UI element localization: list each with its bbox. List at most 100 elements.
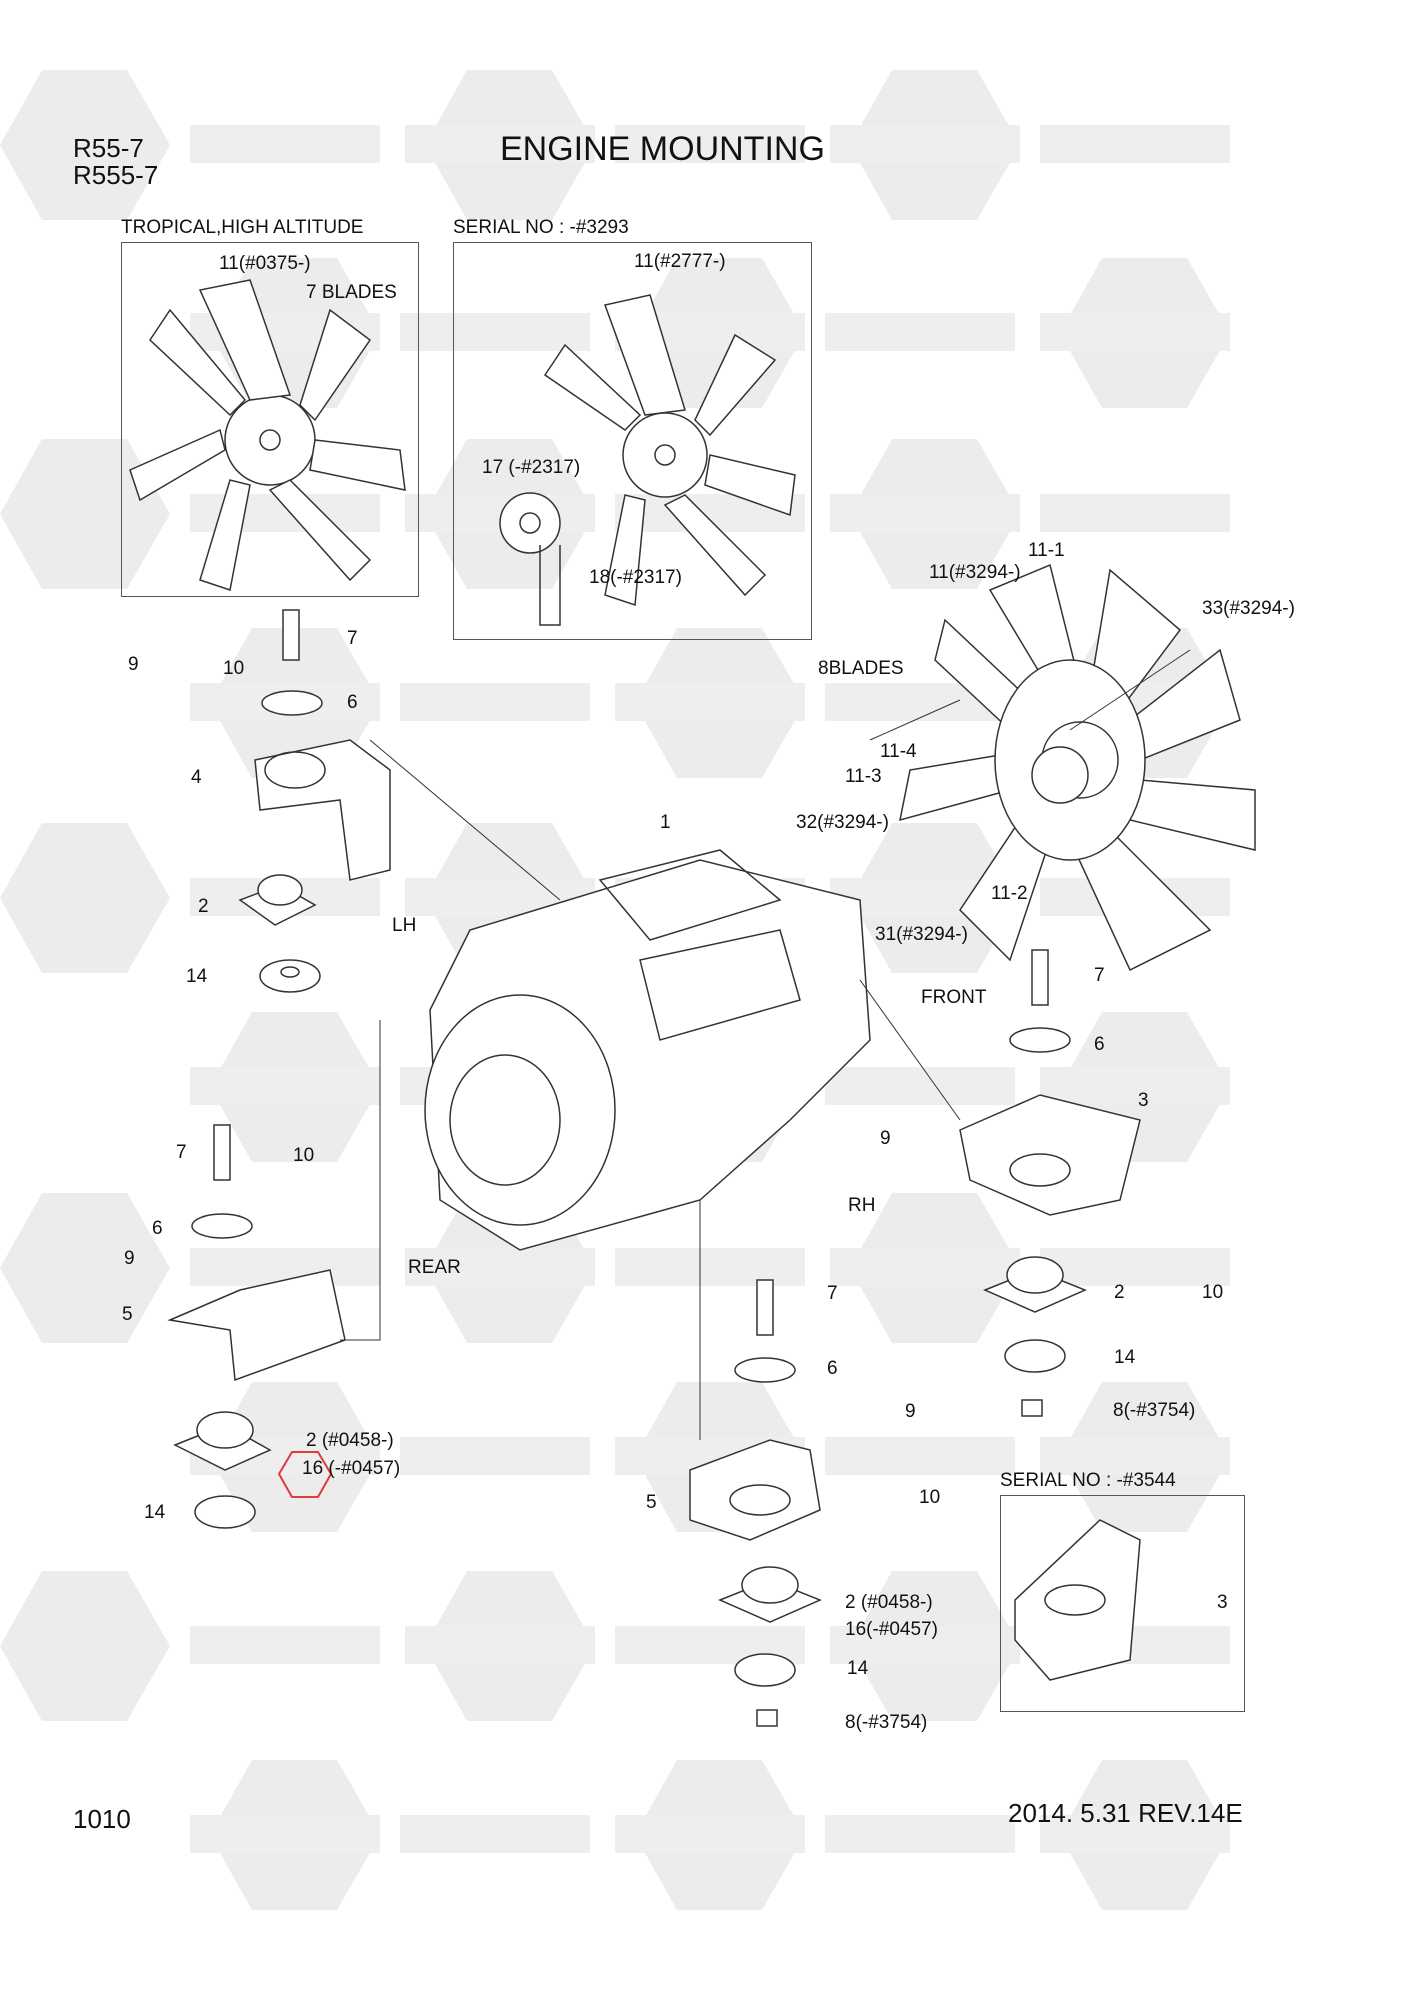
part-callout: 6 [827,1358,838,1379]
part-callout: 6 [152,1218,163,1239]
inset-caption: TROPICAL,HIGH ALTITUDE [121,217,364,238]
watermark-logo [0,823,170,973]
fan-8-blades [899,563,1256,972]
part-callout: 17 (-#2317) [482,457,581,478]
part-callout: 2 [1114,1282,1125,1303]
part-callout: 10 [919,1487,941,1508]
watermark-band [190,1067,380,1105]
mount-right-top [959,949,1141,1417]
part-callout: 4 [191,767,202,788]
revision-date: 2014. 5.31 REV.14E [1008,1798,1243,1828]
page-number: 1010 [73,1804,131,1834]
part-callout: 7 [176,1142,187,1163]
part-callout: 5 [646,1492,657,1513]
part-callout: 7 BLADES [306,282,397,303]
part-callout: RH [848,1195,876,1216]
watermark-band [615,1815,805,1853]
part-callout: 2 (#0458-) [845,1592,933,1613]
part-callout: 5 [122,1304,133,1325]
part-callout: 7 [1094,965,1105,986]
part-callout: 8(-#3754) [845,1712,928,1733]
watermark-logo [0,1193,170,1343]
watermark-band [615,683,805,721]
highlight-hexagon [277,1451,333,1498]
page-title: ENGINE MOUNTING [500,130,825,168]
part-callout: 9 [905,1401,916,1422]
mount-left-bottom [167,1124,346,1529]
part-callout: 2 [198,896,209,917]
watermark-logo [0,1571,170,1721]
watermark-band [830,125,1020,163]
watermark-band [405,1626,595,1664]
part-callout: 11(#3294-) [929,562,1021,583]
part-callout: 14 [186,966,208,987]
part-callout: 32(#3294-) [796,812,889,833]
part-callout: 6 [347,692,358,713]
mount-left-top [238,609,391,993]
part-callout: REAR [408,1257,461,1278]
part-callout: 9 [124,1248,135,1269]
watermark-band [1040,1437,1230,1475]
leader-lines [340,649,1191,1440]
part-callout: 31(#3294-) [875,924,968,945]
watermark-band [1040,313,1230,351]
part-callout: 14 [847,1658,869,1679]
inset-box-serial-3293 [453,242,812,640]
part-callout: 10 [293,1145,315,1166]
part-callout: 11-2 [991,883,1028,904]
fan-2777 [499,294,796,626]
part-callout: 7 [827,1283,838,1304]
watermark-band [1040,1067,1230,1105]
part-callout: 14 [144,1502,166,1523]
inset-caption: SERIAL NO : -#3293 [453,217,629,238]
watermark-band [825,1437,1015,1475]
part-callout: 9 [880,1128,891,1149]
part-callout: 11(#0375-) [219,253,311,274]
part-callout: 3 [1138,1090,1149,1111]
watermark-band [1040,1815,1230,1853]
part-callout: 1 [660,812,671,833]
watermark-band [400,683,590,721]
part-callout: 16(-#0457) [845,1619,938,1640]
part-callout: 11-1 [1028,540,1065,561]
part-callout: 14 [1114,1347,1136,1368]
engine-block [424,849,871,1251]
watermark-band [615,125,805,163]
watermark-band [830,494,1020,532]
watermark-band [825,1067,1015,1105]
watermark-logo [0,70,170,220]
part-callout: 10 [223,658,245,679]
part-callout: 10 [1202,1282,1224,1303]
part-callout: 2 (#0458-) [306,1430,394,1451]
model-name: R555-7 [73,160,159,190]
part-callout: 7 [347,628,358,649]
inset-box-tropical [121,242,419,597]
watermark-band [1040,125,1230,163]
fan-7-blades [129,279,406,591]
watermark-band [190,1626,380,1664]
watermark-band [825,313,1015,351]
watermark-band [400,1437,590,1475]
watermark-band [400,1815,590,1853]
watermark-band [830,1248,1020,1286]
part-callout: 8BLADES [818,658,904,679]
watermark-band [1040,494,1230,532]
part-callout: 33(#3294-) [1202,598,1295,619]
watermark-band [405,125,595,163]
watermark-band [400,313,590,351]
part-callout: 8(-#3754) [1113,1400,1196,1421]
watermark-logo [0,439,170,589]
part-callout: 16 (-#0457) [302,1458,401,1479]
inset-box-serial-3544 [1000,1495,1245,1712]
watermark-band [830,1626,1020,1664]
part-callout: 18(-#2317) [589,567,682,588]
part-callout: 11-4 [880,741,917,762]
part-callout: 11-3 [845,766,882,787]
part-callout: 11(#2777-) [634,251,726,272]
part-callout: 6 [1094,1034,1105,1055]
inset-caption: SERIAL NO : -#3544 [1000,1470,1176,1491]
part-callout: 9 [128,654,139,675]
part-callout: 3 [1217,1592,1228,1613]
watermark-band [1040,1248,1230,1286]
